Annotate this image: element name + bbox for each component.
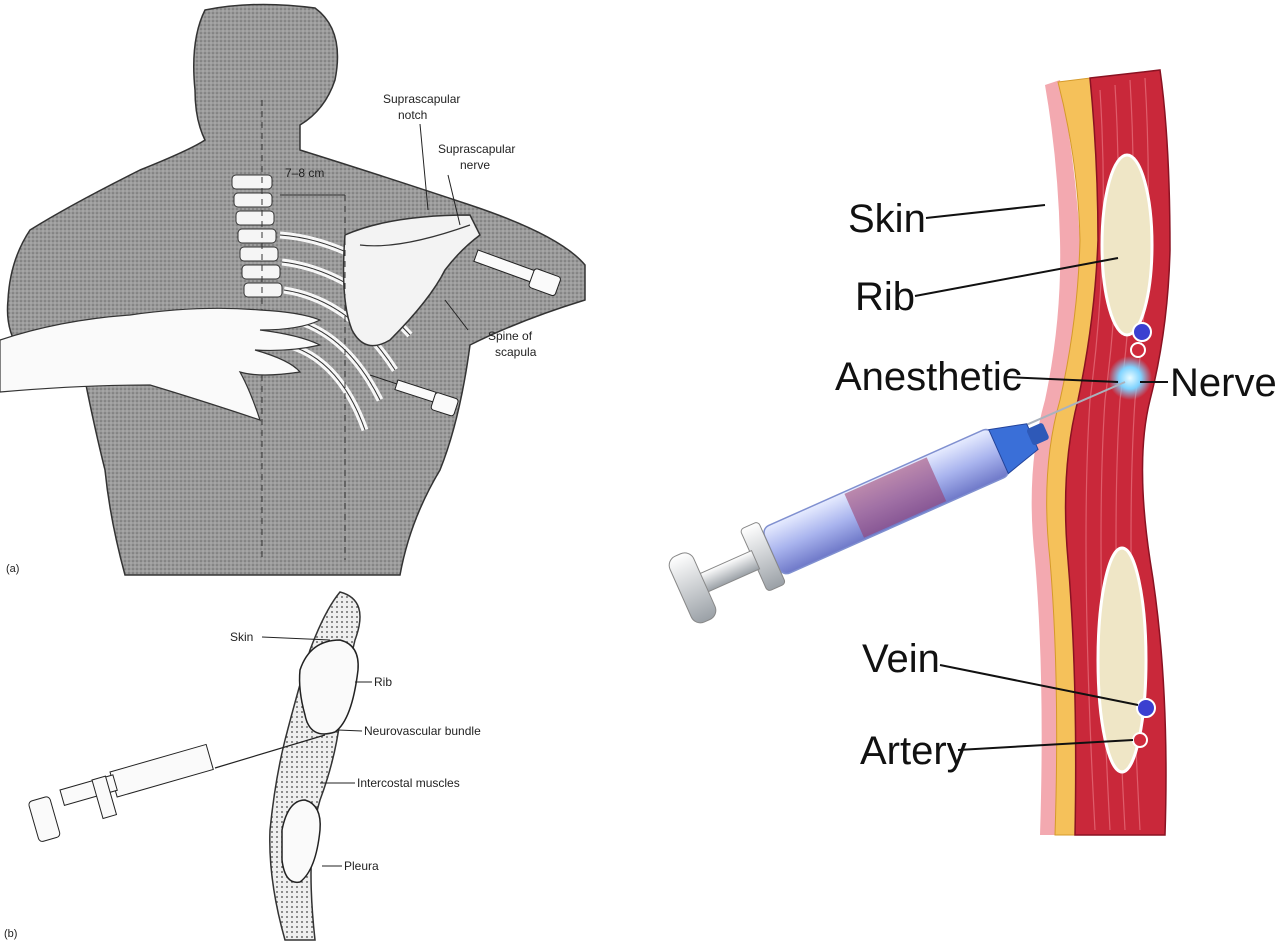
rib-sketch-lower bbox=[282, 800, 320, 882]
label-c-anesthetic: Anesthetic bbox=[835, 355, 1022, 399]
label-c-skin: Skin bbox=[848, 197, 926, 241]
label-suprascapular-notch-2: notch bbox=[398, 108, 427, 122]
label-c-artery: Artery bbox=[860, 729, 967, 773]
label-distance: 7–8 cm bbox=[285, 166, 324, 180]
label-b-pleura: Pleura bbox=[344, 859, 379, 873]
panel-c-color-illustration: Skin Rib Anesthetic Nerve Vein Artery bbox=[666, 70, 1277, 835]
label-c-vein: Vein bbox=[862, 637, 940, 681]
label-b-neurovascular-bundle: Neurovascular bundle bbox=[364, 724, 481, 738]
label-b-rib: Rib bbox=[374, 675, 392, 689]
panel-b-tag: (b) bbox=[4, 928, 17, 940]
label-spine-of-scapula-1: Spine of bbox=[488, 329, 533, 343]
panel-a-back-illustration: Suprascapular notch Suprascapular nerve … bbox=[0, 4, 585, 575]
rib-upper bbox=[1102, 155, 1152, 335]
vein-upper bbox=[1133, 323, 1151, 341]
rib-sketch-upper bbox=[300, 640, 359, 734]
label-suprascapular-nerve-2: nerve bbox=[460, 158, 490, 172]
panel-b-cross-section: Skin Rib Neurovascular bundle Intercosta… bbox=[4, 592, 481, 940]
label-c-nerve: Nerve bbox=[1170, 361, 1277, 405]
label-c-rib: Rib bbox=[855, 275, 915, 319]
label-spine-of-scapula-2: scapula bbox=[495, 345, 537, 359]
artery-upper bbox=[1131, 343, 1145, 357]
label-suprascapular-notch-1: Suprascapular bbox=[383, 92, 460, 106]
label-suprascapular-nerve-1: Suprascapular bbox=[438, 142, 515, 156]
panel-a-tag: (a) bbox=[6, 563, 19, 575]
artery-lower bbox=[1133, 733, 1147, 747]
anesthetic-glow bbox=[1108, 356, 1152, 400]
label-b-skin: Skin bbox=[230, 630, 253, 644]
label-b-intercostal-muscles: Intercostal muscles bbox=[357, 776, 460, 790]
vein-lower bbox=[1137, 699, 1155, 717]
